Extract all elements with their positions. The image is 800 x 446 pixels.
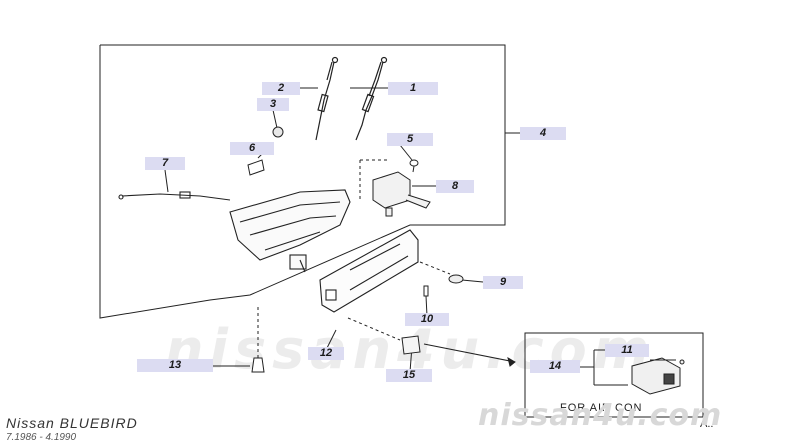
inset-caption: FOR AIR CON xyxy=(560,402,643,414)
callout-10: 10 xyxy=(405,313,449,326)
callout-4: 4 xyxy=(520,127,566,140)
clip-part xyxy=(247,159,265,176)
blower-switch xyxy=(372,171,431,217)
model-years: 7.1986 - 4.1990 xyxy=(6,432,77,443)
callout-14: 14 xyxy=(530,360,580,373)
callout-13: 13 xyxy=(137,359,213,372)
callout-2: 2 xyxy=(262,82,300,95)
callout-1: 1 xyxy=(388,82,438,95)
callout-5: 5 xyxy=(387,133,433,146)
inset-box xyxy=(524,332,704,418)
rod-part xyxy=(423,343,516,367)
callout-8: 8 xyxy=(436,180,474,193)
bulb-part xyxy=(423,285,429,297)
knob-part xyxy=(272,126,284,138)
face-panel xyxy=(319,229,419,313)
aircon-switch xyxy=(631,357,685,395)
model-name: Nissan BLUEBIRD xyxy=(6,415,138,431)
callout-12: 12 xyxy=(308,347,344,360)
callout-6: 6 xyxy=(230,142,274,155)
callout-9: 9 xyxy=(483,276,523,289)
callout-11: 11 xyxy=(605,344,649,357)
cover-part xyxy=(401,335,421,355)
callout-15: 15 xyxy=(386,369,432,382)
control-cables xyxy=(315,56,388,141)
callout-7: 7 xyxy=(145,157,185,170)
figure-tag: A.. xyxy=(700,418,714,430)
lamp-part xyxy=(448,274,464,284)
fastener-part xyxy=(251,357,265,373)
long-cable xyxy=(118,191,231,201)
screw-part xyxy=(409,159,419,173)
callout-3: 3 xyxy=(257,98,289,111)
watermark-small: nissan4u.com xyxy=(478,398,723,433)
control-unit xyxy=(229,189,351,273)
assembly-outline xyxy=(99,44,506,319)
